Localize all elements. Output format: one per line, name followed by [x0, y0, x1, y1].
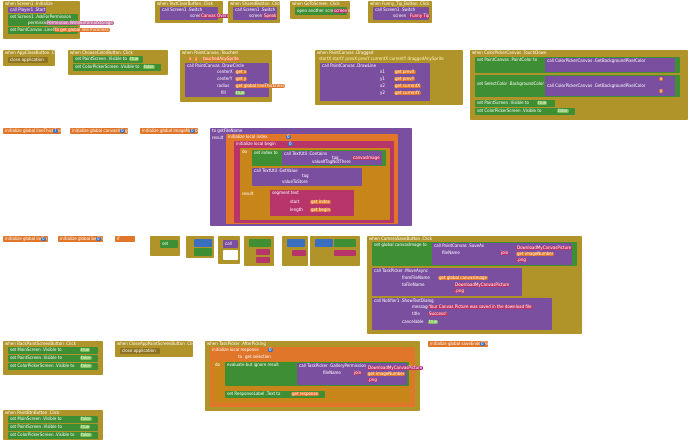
- fragment-block[interactable]: call: [218, 236, 240, 264]
- block-camera-save[interactable]: when CameraSaveButton .Click set global …: [367, 236, 582, 334]
- block-text-clear[interactable]: when TextClearButton .Click call Screen1…: [155, 1, 237, 23]
- block-get-file-name[interactable]: to getFileName result initialize local i…: [210, 128, 412, 226]
- block-app-close[interactable]: when AppCloseButton .Click close applica…: [3, 50, 61, 66]
- fragment-block[interactable]: [282, 236, 308, 266]
- block-close-app-paint[interactable]: when CloseAppPaintScreenButton .Click cl…: [115, 341, 197, 357]
- global-line-thickness[interactable]: initialize global lineThickness 7: [3, 128, 64, 134]
- block-after-picking[interactable]: when TaskPicker .AfterPicking initialize…: [205, 341, 424, 411]
- global-save-ended-picture[interactable]: initialize global saveEndedPicture 0: [428, 341, 498, 347]
- block-header: when Screen1 .Initialize: [5, 1, 53, 6]
- set-block[interactable]: set PaintCanvas .LineWidth to get global…: [8, 27, 110, 34]
- block-funny-tip[interactable]: when Funny_Tip_Button .Click call Screen…: [368, 1, 432, 23]
- global-index[interactable]: initialize global index 0: [3, 236, 48, 242]
- call-block[interactable]: call Player1 .Start: [8, 7, 46, 13]
- block-paint-touched[interactable]: when PaintCanvas .Touched x y touchedAny…: [180, 50, 286, 102]
- block-paint-button[interactable]: when PaintBtnButton .Click set MainScree…: [3, 410, 103, 440]
- fragment-small[interactable]: if: [115, 236, 135, 242]
- global-image-number[interactable]: initialize global imageNumber 0: [140, 128, 202, 134]
- block-paint-dragged[interactable]: when PaintCanvas .Dragged startX startY …: [315, 50, 463, 105]
- block-color-picker-touchdown[interactable]: when ColorPickerCanvas .TouchDown set Pa…: [470, 50, 688, 120]
- fragment-block[interactable]: [310, 236, 360, 266]
- block-screen1-initialize[interactable]: when Screen1 .Initialize call Player1 .S…: [3, 1, 114, 39]
- fragment-block[interactable]: [244, 236, 274, 266]
- block-go-to-screen[interactable]: when GoToScreen .Click open another scre…: [290, 1, 365, 19]
- permission-value[interactable]: Permission WriteExternalStorage: [46, 20, 114, 25]
- block-back-paint-screen[interactable]: when BackPaintScreenButton .Click set Ma…: [3, 341, 103, 375]
- block-shared-button[interactable]: when SharedButton .Click call Screen1 .S…: [228, 1, 282, 23]
- global-canvas-image[interactable]: initialize global canvasImage 0: [70, 128, 131, 134]
- block-choose-color[interactable]: when ChooseColorButton .Click set PaintS…: [68, 50, 168, 75]
- global-begin[interactable]: initialize global begin 0: [58, 236, 103, 242]
- fragment-block[interactable]: [186, 236, 214, 258]
- set-block[interactable]: set Screen1 .AskForPermission permission…: [8, 14, 114, 26]
- fragment-if-block[interactable]: set: [150, 236, 180, 256]
